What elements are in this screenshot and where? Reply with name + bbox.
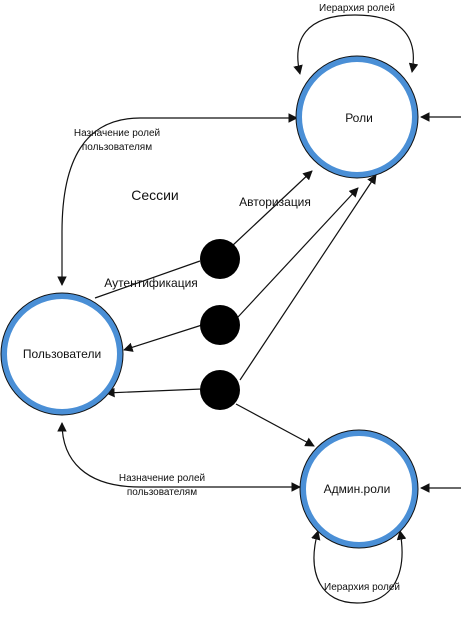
roles-node-ring [296, 56, 418, 178]
users-node-label: Пользователи [23, 347, 101, 361]
session3-to-admin-roles-edge [235, 403, 315, 447]
assign-bottom-label-line1: Назначение ролей [119, 473, 205, 484]
session-dot [200, 370, 240, 410]
assign-users-admin-bottom-edge [57, 422, 301, 492]
role-hierarchy-top-label: Иерархия ролей [319, 3, 395, 14]
session3-to-roles-edge [239, 174, 377, 381]
admin-roles-node-outline [299, 429, 419, 549]
users-node-ring [1, 293, 123, 415]
roles-node-label: Роли [345, 111, 373, 125]
roles-hierarchy-loop [293, 14, 419, 75]
authentication-label: Аутентификация [104, 276, 198, 290]
users-node-outline [0, 292, 124, 416]
admin-roles-node-label: Админ.роли [324, 482, 391, 496]
assign-top-label-line2: пользователям [82, 142, 152, 153]
assign-roles-users-top-edge [57, 113, 298, 286]
session1-authentication-edge [94, 260, 201, 299]
admin-roles-hierarchy-loop [311, 530, 407, 604]
sessions-label: Сессии [131, 187, 179, 203]
session-dot [200, 305, 240, 345]
node-users: Пользователи [0, 292, 124, 416]
session1-authorization-edge [231, 170, 313, 247]
assign-top-label-line1: Назначение ролей [74, 128, 160, 139]
session-dot [200, 239, 240, 279]
roles-node-outline [295, 55, 419, 179]
assign-bottom-label-line2: пользователям [127, 487, 197, 498]
authorization-label: Авторизация [239, 195, 311, 209]
admin-roles-node-ring [300, 430, 418, 548]
session3-to-users-edge [105, 387, 203, 398]
node-admin-roles: Админ.роли [299, 429, 419, 549]
session2-to-roles-edge [237, 187, 359, 318]
role-hierarchy-bottom-label: Иерархия ролей [324, 582, 400, 593]
node-roles: Роли [295, 55, 419, 179]
session2-to-users-edge [123, 324, 203, 352]
